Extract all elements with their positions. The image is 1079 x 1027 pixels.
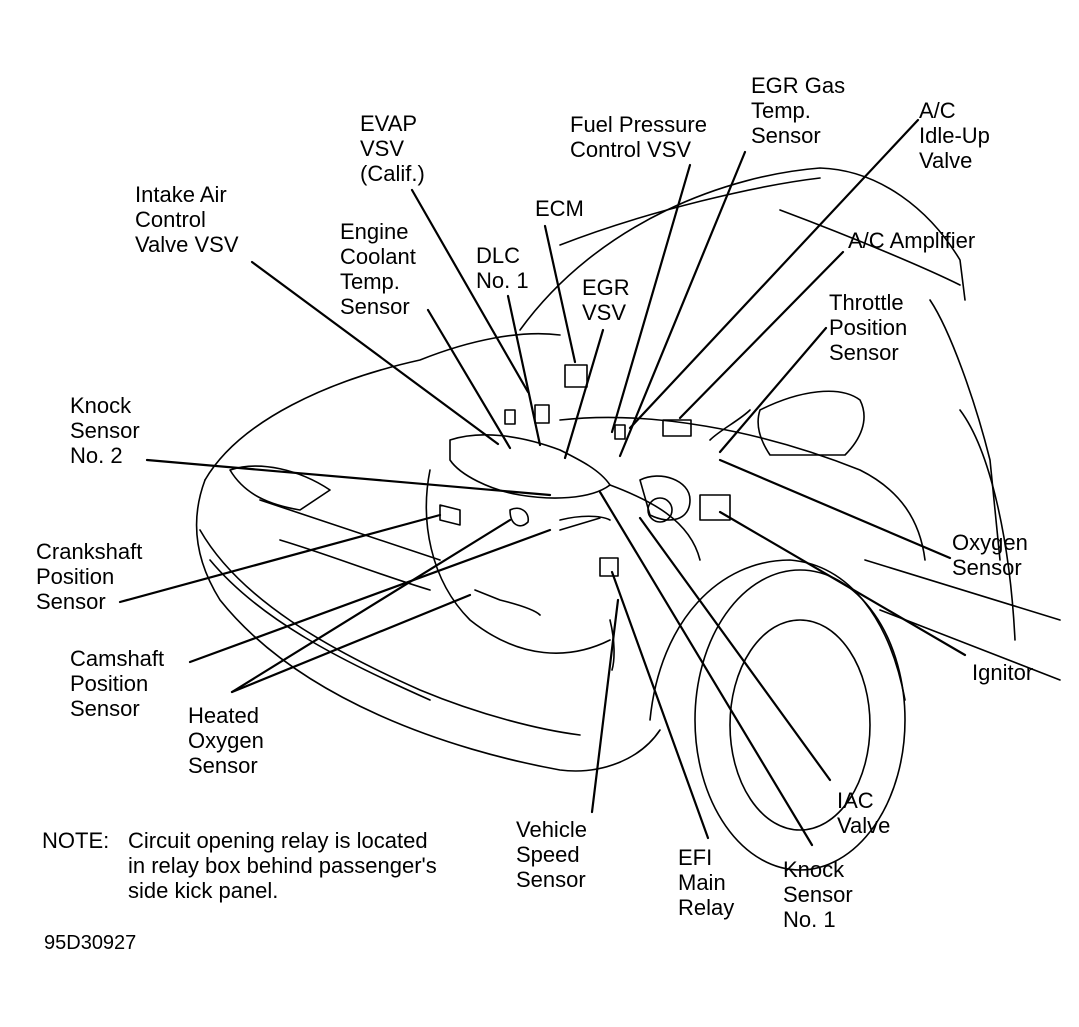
leader-egr-vsv — [563, 328, 605, 460]
ecm-module — [564, 364, 588, 388]
heated-o2-sensor-part — [474, 589, 541, 616]
spark-plug-part — [559, 517, 601, 531]
leader-vehicle-speed — [590, 598, 620, 814]
leader-heated-oxygen-a — [230, 518, 512, 694]
leader-camshaft — [188, 528, 552, 664]
leader-ac-amplifier — [678, 250, 845, 420]
label-ecm: ECM — [535, 196, 584, 221]
figure-code: 95D30927 — [44, 932, 137, 954]
label-vehicle-speed: Vehicle Speed Sensor — [516, 817, 587, 892]
label-oxygen-sensor: Oxygen Sensor — [952, 530, 1028, 580]
label-crankshaft: Crankshaft Position Sensor — [36, 539, 143, 614]
efi-main-relay-box — [599, 557, 619, 577]
note-line-2: in relay box behind passenger's — [128, 853, 437, 878]
leader-knock-sensor-1 — [598, 490, 814, 847]
front-rim — [729, 619, 871, 831]
oxygen-sensor-wire — [709, 409, 751, 441]
leader-efi-main-relay — [610, 570, 710, 840]
speed-sensor-part — [609, 619, 615, 671]
leader-ac-idle-up — [628, 118, 920, 430]
note-line-1: Circuit opening relay is located — [128, 828, 428, 853]
ignitor-box — [699, 494, 731, 521]
leader-evap-vsv — [410, 188, 530, 394]
grille — [259, 499, 441, 591]
leader-intake-air-vsv — [250, 260, 500, 446]
label-ignitor: Ignitor — [972, 660, 1034, 685]
label-knock-sensor-2: Knock Sensor No. 2 — [70, 393, 140, 468]
hood-outline — [204, 332, 561, 481]
dlc-connector — [534, 404, 550, 424]
label-efi-main-relay: EFI Main Relay — [678, 845, 735, 920]
leader-crankshaft — [118, 513, 442, 604]
leader-knock-sensor-2 — [145, 458, 552, 497]
label-evap-vsv: EVAP VSV (Calif.) — [360, 111, 425, 186]
vsv-part-1 — [504, 409, 516, 425]
roof-outline — [559, 177, 961, 286]
label-engine-coolant: Engine Coolant Temp. Sensor — [340, 219, 416, 319]
vsv-part-2 — [614, 424, 626, 440]
throttle-body — [639, 475, 691, 521]
leader-ecm — [543, 224, 577, 364]
leader-heated-oxygen-b — [230, 593, 472, 694]
leader-ignitor — [718, 510, 967, 657]
leader-fuel-pressure-vsv — [610, 163, 692, 434]
bumper-lower — [199, 529, 581, 736]
label-knock-sensor-1: Knock Sensor No. 1 — [783, 857, 853, 932]
crank-sensor-part — [439, 504, 461, 526]
label-camshaft: Camshaft Position Sensor — [70, 646, 165, 721]
note-block: NOTE: Circuit opening relay is located i… — [42, 828, 437, 903]
front-bumper — [195, 479, 661, 772]
label-egr-vsv: EGR VSV — [582, 275, 630, 325]
wheel-arch — [649, 559, 906, 721]
label-ac-idle-up: A/C Idle-Up Valve — [919, 98, 990, 173]
leader-oxygen-sensor — [718, 458, 952, 560]
ac-amplifier-module — [662, 419, 692, 437]
label-throttle-position: Throttle Position Sensor — [829, 290, 908, 365]
label-iac-valve: IAC Valve — [837, 788, 891, 838]
label-intake-air-vsv: Intake Air Control Valve VSV — [135, 182, 239, 257]
bumper-line — [209, 559, 431, 701]
iac-valve-part — [647, 497, 673, 523]
fender — [559, 416, 926, 561]
leader-dlc — [506, 294, 542, 447]
leader-engine-coolant — [426, 308, 512, 450]
label-egr-gas-temp: EGR Gas Temp. Sensor — [751, 73, 846, 148]
cam-sensor-part — [509, 507, 530, 527]
leader-iac-valve — [638, 516, 832, 782]
leader-egr-gas-temp — [618, 150, 747, 458]
egr-pipe — [559, 515, 611, 521]
label-fuel-pressure-vsv: Fuel Pressure Control VSV — [570, 112, 707, 162]
label-dlc: DLC No. 1 — [476, 243, 529, 293]
headlight — [229, 465, 331, 511]
windshield-outline — [519, 167, 966, 331]
leader-throttle-position — [718, 326, 828, 454]
a-pillar — [929, 299, 1001, 561]
front-tire — [694, 569, 906, 871]
note-prefix: NOTE: — [42, 828, 110, 853]
label-ac-amplifier: A/C Amplifier — [848, 228, 976, 253]
label-heated-oxygen: Heated Oxygen Sensor — [188, 703, 264, 778]
note-line-3: side kick panel. — [128, 878, 279, 903]
side-window — [757, 390, 865, 456]
